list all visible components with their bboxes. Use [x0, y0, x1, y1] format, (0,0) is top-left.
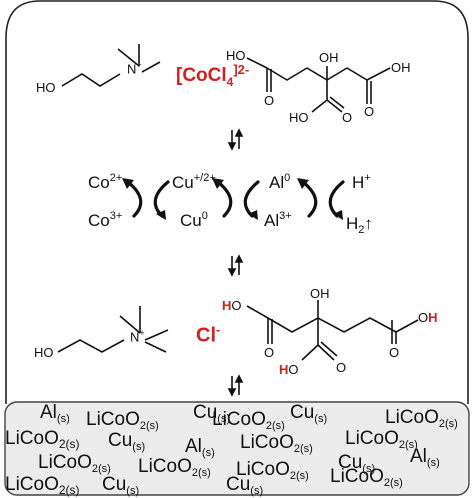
citric-top-o-bottom: O: [342, 110, 353, 125]
citric-bottom-oh-right: OH: [418, 310, 438, 325]
citric-acid-structure-top: [246, 57, 391, 113]
solid-label: LiCoO2(s): [385, 407, 458, 430]
solid-label: LiCoO2(s): [38, 452, 111, 475]
choline-top-ho: HO: [36, 80, 56, 95]
citric-top-o-left: O: [264, 93, 275, 108]
equilibrium-arrow-1: [227, 128, 244, 151]
solid-label: LiCoO2(s): [5, 474, 80, 497]
solid-label: LiCoO2(s): [86, 409, 159, 432]
cocl4-anion-label: [CoCl4]2-: [176, 62, 250, 89]
citric-top-oh-right: OH: [391, 60, 411, 75]
solution-container-outline: [5, 0, 469, 404]
co2-label: Co2+: [88, 172, 123, 192]
solid-label: LiCoO2(s): [330, 466, 403, 489]
solid-phase-region: [4, 401, 470, 496]
solid-label: Cu(s): [338, 452, 376, 475]
solid-label: LiCoO2(s): [212, 409, 285, 432]
solid-label: LiCoO2(s): [240, 432, 313, 455]
solid-label: Al(s): [40, 402, 70, 425]
solid-label: LiCoO2(s): [236, 459, 309, 482]
citric-bottom-oh: OH: [310, 286, 330, 301]
choline-bottom-ho: HO: [34, 345, 54, 360]
choline-structure-top: [61, 44, 161, 87]
citric-bottom-o-bottom: O: [336, 360, 347, 375]
equilibrium-arrow-2: [227, 254, 244, 277]
solid-label: Al(s): [410, 446, 440, 469]
co3-label: Co3+: [88, 210, 123, 230]
solid-label: LiCoO2(s): [138, 456, 211, 479]
cu-oxidised-label: Cu+/2+: [172, 172, 216, 192]
redox-curved-arrows: [126, 180, 345, 218]
cu0-label: Cu0: [180, 210, 208, 230]
solid-label: Cu(s): [193, 402, 231, 425]
choline-bottom-nitrogen: N+: [130, 328, 145, 345]
citric-bottom-ho-bottom: HO: [279, 362, 299, 377]
citric-top-ho-bottom: HO: [289, 110, 309, 125]
solid-label: Cu(s): [290, 402, 328, 425]
solid-label: Cu(s): [108, 430, 146, 453]
solid-label: Cu(s): [102, 474, 140, 497]
citric-acid-structure-bottom: [246, 300, 419, 361]
solid-label: Al(s): [185, 436, 215, 459]
citric-bottom-o-right: O: [389, 345, 400, 360]
al3-label: Al3+: [264, 210, 292, 230]
redox-arrow-heads: [122, 178, 343, 220]
choline-top-nitrogen: N+: [127, 60, 142, 77]
citric-top-o-right: O: [364, 104, 375, 119]
solid-label: Cu(s): [226, 474, 264, 497]
choline-structure-bottom: [57, 306, 169, 353]
solid-label: LiCoO2(s): [345, 428, 418, 451]
chloride-label: Cl-: [196, 322, 221, 347]
solid-label: LiCoO2(s): [5, 428, 80, 451]
citric-top-ho-left: HO: [226, 48, 246, 63]
al0-label: Al0: [269, 172, 291, 192]
equilibrium-arrow-3: [227, 374, 244, 397]
hydrogen-gas-label: H2↑: [346, 214, 373, 236]
citric-top-oh: OH: [319, 50, 339, 65]
citric-bottom-h-left: HO: [222, 298, 242, 313]
citric-bottom-o-left: O: [264, 345, 275, 360]
proton-label: H+: [352, 172, 371, 192]
